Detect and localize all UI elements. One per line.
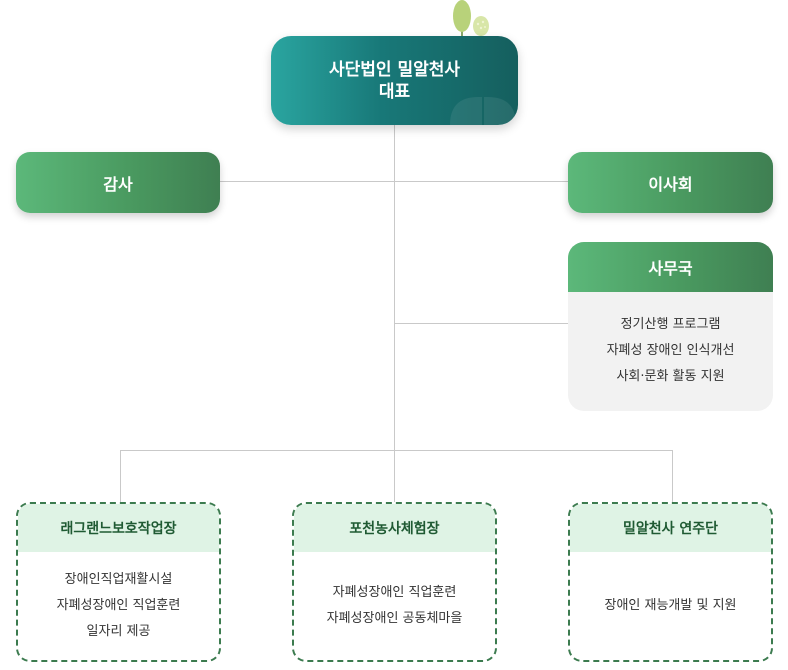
secretariat-item: 사회·문화 활동 지원	[616, 369, 725, 384]
auditor-label: 감사	[103, 174, 133, 194]
connector-vertical-main	[394, 125, 395, 450]
unit-item: 자폐성장애인 직업훈련	[332, 585, 457, 600]
unit-ensemble-title: 밀알천사 연주단	[570, 504, 771, 552]
representative-title: 사단법인 밀알천사 대표	[328, 59, 461, 102]
unit-farm-title: 포천농사체험장	[294, 504, 495, 552]
unit-workshop-list: 장애인직업재활시설 자폐성장애인 직업훈련 일자리 제공	[18, 552, 219, 660]
unit-item: 장애인직업재활시설	[64, 572, 173, 587]
secretariat-title: 사무국	[568, 242, 773, 292]
secretariat-item: 정기산행 프로그램	[620, 317, 721, 332]
auditor-box: 감사	[16, 152, 220, 213]
representative-box: 사단법인 밀알천사 대표	[271, 36, 518, 125]
leaf-icon	[450, 97, 516, 125]
unit-item: 일자리 제공	[86, 624, 151, 639]
unit-item: 자폐성장애인 공동체마을	[326, 611, 463, 626]
connector-unit-right	[672, 450, 673, 502]
unit-ensemble-list: 장애인 재능개발 및 지원	[570, 552, 771, 660]
secretariat-item: 자폐성 장애인 인식개선	[606, 343, 735, 358]
unit-ensemble: 밀알천사 연주단 장애인 재능개발 및 지원	[568, 502, 773, 662]
unit-workshop-title: 래그랜느보호작업장	[18, 504, 219, 552]
connector-office	[394, 323, 568, 324]
tree-icon	[453, 0, 489, 38]
unit-farm: 포천농사체험장 자폐성장애인 직업훈련 자폐성장애인 공동체마을	[292, 502, 497, 662]
secretariat-box: 사무국 정기산행 프로그램 자폐성 장애인 인식개선 사회·문화 활동 지원	[568, 242, 773, 411]
unit-item: 자폐성장애인 직업훈련	[56, 598, 181, 613]
secretariat-list: 정기산행 프로그램 자폐성 장애인 인식개선 사회·문화 활동 지원	[568, 292, 773, 390]
board-label: 이사회	[648, 174, 693, 194]
unit-workshop: 래그랜느보호작업장 장애인직업재활시설 자폐성장애인 직업훈련 일자리 제공	[16, 502, 221, 662]
connector-horizontal-top	[220, 181, 568, 182]
unit-farm-list: 자폐성장애인 직업훈련 자폐성장애인 공동체마을	[294, 552, 495, 660]
unit-item: 장애인 재능개발 및 지원	[604, 598, 737, 613]
board-box: 이사회	[568, 152, 773, 213]
connector-unit-left	[120, 450, 121, 502]
connector-unit-center	[394, 450, 395, 502]
connector-horizontal-bottom	[120, 450, 673, 451]
